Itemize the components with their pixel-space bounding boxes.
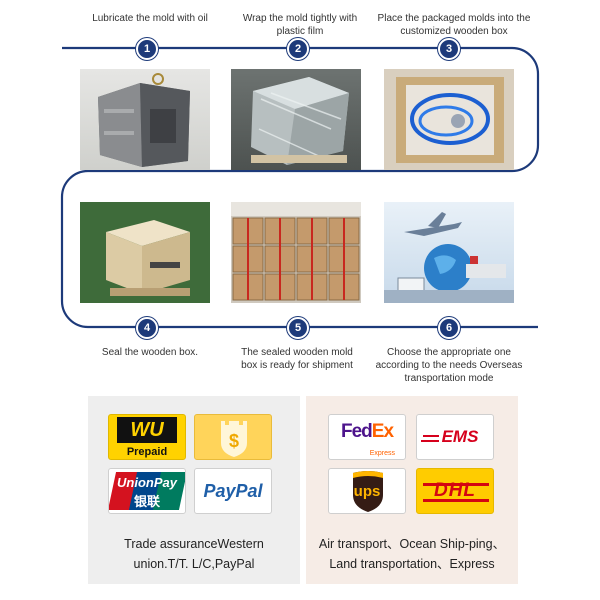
step-6-caption: Choose the appropriate one according to … [375,347,523,384]
logistics-transport-photo [384,202,514,303]
ups-logo: ups [328,468,406,514]
unionpay-chinese-text: 银联 [133,494,160,509]
fedex-express-label: Express [369,450,395,457]
step-4-badge: 4 [136,317,158,339]
fedex-ex-text: Ex [371,421,394,442]
shipping-methods-line-1: Air transport、Ocean Ship-ping、 [318,537,506,551]
security-shield-logo: $ [194,414,272,460]
step-5-badge: 5 [287,317,309,339]
step-3-caption: Place the packaged molds into the custom… [377,13,531,37]
fedex-logo: FedEx Express [328,414,406,460]
step-5-caption: The sealed wooden mold box is ready for … [241,347,353,371]
dhl-logo: DHL [416,468,494,514]
western-union-prepaid-label: Prepaid [126,446,168,458]
payment-panel: WU Prepaid $ UnionPay 银联 PayPal Trade as… [88,396,300,584]
paypal-text: PayPal [203,481,263,501]
western-union-logo: WU Prepaid [108,414,186,460]
step-4-caption: Seal the wooden box. [101,347,199,358]
payment-methods-line-1: Trade assuranceWestern [124,537,264,551]
process-flow-line [60,46,540,329]
mold-in-box-photo [384,69,514,170]
step-3-badge: 3 [438,38,460,60]
ems-logo: EMS [416,414,494,460]
step-2-caption: Wrap the mold tightly with plastic film [242,13,358,37]
ems-text: EMS [441,427,479,446]
step-2-badge: 2 [287,38,309,60]
mold-oiled-photo [80,69,210,170]
payment-methods-line-2: union.T/T. L/C,PayPal [133,557,255,571]
dhl-text: DHL [433,480,477,501]
ups-text: ups [353,483,381,500]
shipping-methods-line-2: Land transportation、Express [329,557,495,571]
step-6-badge: 6 [438,317,460,339]
step-1-caption: Lubricate the mold with oil [92,13,208,24]
warehouse-boxes-photo [231,202,361,303]
paypal-logo: PayPal [194,468,272,514]
shipping-panel: FedEx Express EMS ups DHL Air transport、… [306,396,518,584]
western-union-mark: WU [117,417,177,443]
unionpay-text: UnionPay [117,475,177,490]
sealed-wooden-box-photo [80,202,210,303]
step-1-badge: 1 [136,38,158,60]
fedex-fed-text: Fed [340,421,373,442]
svg-text:$: $ [229,431,239,451]
mold-wrapped-photo [231,69,361,170]
unionpay-logo: UnionPay 银联 [108,468,186,514]
